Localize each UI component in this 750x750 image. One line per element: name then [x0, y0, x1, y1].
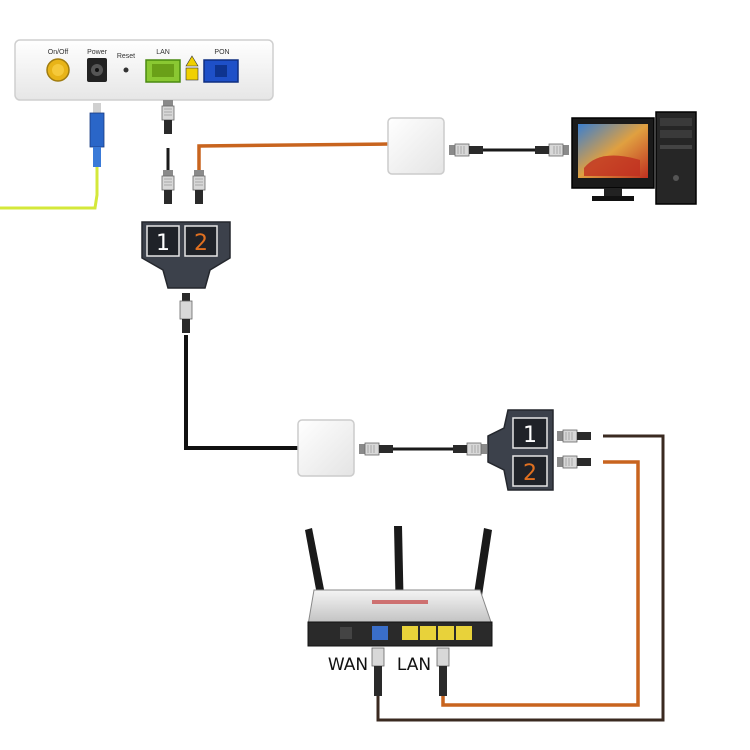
router-wan-port — [372, 626, 388, 640]
upper-splitter: 1 2 — [141, 221, 231, 289]
router-lan-port-3 — [438, 626, 454, 640]
rj45-plug-lower-splitter-in — [452, 442, 488, 456]
rj45-plug-trunk — [179, 293, 193, 333]
rj45-plug-wallbox-upper-out — [448, 143, 484, 157]
router-wan-label: WAN — [328, 655, 368, 675]
wall-box-upper — [387, 117, 445, 175]
cable-splitter-2-to-wallbox-top — [197, 142, 389, 176]
rj45-plug-router-lan — [436, 647, 450, 696]
lower-splitter-port-2: 2 — [523, 461, 537, 486]
upper-splitter-port-2: 2 — [194, 231, 208, 256]
rj45-plug-lower-splitter-1 — [556, 429, 592, 443]
laser-warning-icon — [185, 55, 199, 67]
desktop-pc — [571, 111, 697, 205]
router-lan-label: LAN — [397, 655, 431, 675]
rj45-plug-ont-lan — [161, 99, 175, 135]
router-lan-port-2 — [420, 626, 436, 640]
cable-trunk — [184, 335, 298, 450]
label-pon: PON — [214, 49, 229, 56]
label-lan: LAN — [156, 49, 170, 56]
upper-splitter-port-1: 1 — [156, 231, 170, 256]
rj45-plug-splitter-2 — [192, 169, 206, 205]
wifi-router — [305, 526, 493, 647]
label-on-off: On/Off — [48, 49, 69, 56]
router-lan-port-4 — [456, 626, 472, 640]
router-lan-port-1 — [402, 626, 418, 640]
label-power: Power — [87, 49, 108, 56]
ont-device: On/Off Power Reset LAN PON — [14, 39, 274, 101]
lower-splitter: 1 2 — [487, 409, 554, 491]
lower-splitter-port-1: 1 — [523, 423, 537, 448]
fiber-sc-connector — [89, 103, 105, 167]
rj45-plug-lower-splitter-2 — [556, 455, 592, 469]
cable-port-1-to-wan — [376, 434, 665, 722]
fiber-cable — [0, 160, 99, 210]
rj45-plug-wallbox-lower-out — [358, 442, 394, 456]
rj45-plug-pc-in — [534, 143, 570, 157]
cables — [0, 142, 665, 722]
cable-port-2-to-lan — [441, 460, 640, 707]
wall-box-lower — [297, 419, 355, 477]
reset-pinhole — [123, 67, 129, 73]
rj45-plug-router-wan — [371, 647, 385, 696]
rj45-plug-splitter-1 — [161, 169, 175, 205]
label-reset: Reset — [117, 53, 135, 60]
